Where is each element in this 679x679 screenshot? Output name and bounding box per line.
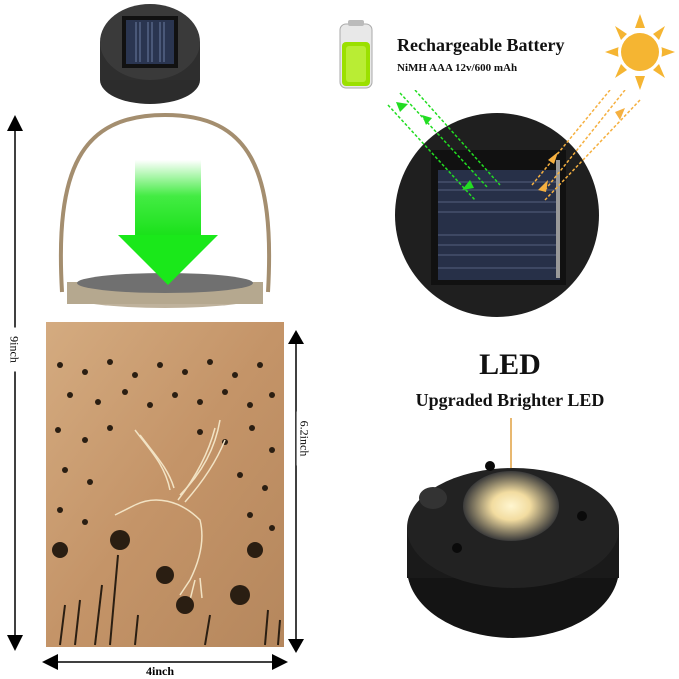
width-label: 4inch [145, 664, 174, 678]
height-dimension-arrow [4, 113, 26, 653]
led-module-image [395, 418, 630, 653]
width-dimension-arrow [40, 652, 290, 672]
battery-spec: NiMH AAA 12v/600 mAh [397, 62, 518, 74]
battery-icon [336, 20, 376, 90]
height-body-label: 6.2inch [296, 411, 312, 466]
led-title: LED [479, 348, 541, 381]
battery-title: Rechargeable Battery [397, 35, 565, 55]
height-total-label: 9inch [6, 327, 22, 372]
lantern-image [40, 110, 290, 655]
sun-icon [605, 12, 675, 92]
led-subtitle: Upgraded Brighter LED [415, 390, 605, 410]
solar-lid-image [95, 2, 205, 110]
body-height-dimension-arrow [285, 328, 307, 655]
solar-panel-image [370, 90, 675, 340]
